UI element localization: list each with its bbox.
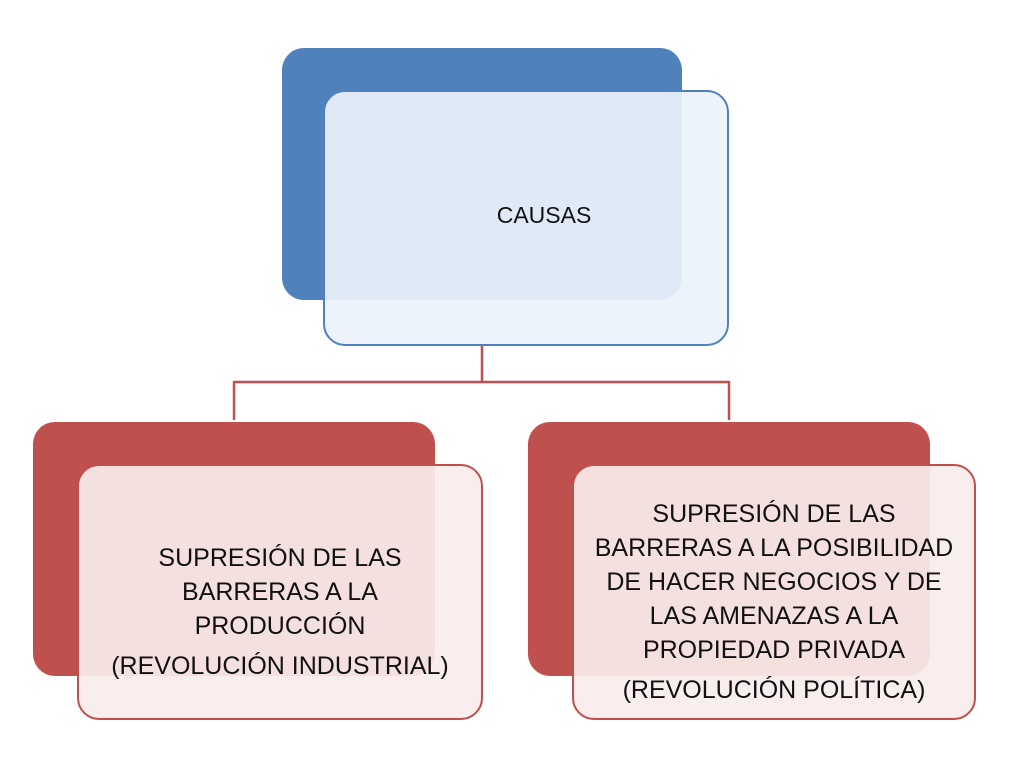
right-node: SUPRESIÓN DE LAS BARRERAS A LA POSIBILID…	[572, 464, 976, 720]
left-node-line: PRODUCCIÓN	[194, 612, 366, 640]
root-node: CAUSAS	[323, 90, 729, 346]
right-node-line: LAS AMENAZAS A LA	[649, 602, 899, 630]
left-node-line: BARRERAS A LA	[182, 578, 378, 606]
right-node-line: SUPRESIÓN DE LAS	[652, 500, 896, 528]
left-node-sublabel: (REVOLUCIÓN INDUSTRIAL)	[111, 652, 449, 680]
right-node-line: DE HACER NEGOCIOS Y DE	[606, 568, 942, 596]
right-node-label: SUPRESIÓN DE LAS BARRERAS A LA POSIBILID…	[595, 497, 953, 667]
root-node-label: CAUSAS	[496, 202, 592, 228]
right-node-line: BARRERAS A LA POSIBILIDAD	[594, 534, 954, 562]
right-node-sublabel: (REVOLUCIÓN POLÍTICA)	[622, 676, 926, 704]
left-node: SUPRESIÓN DE LAS BARRERAS A LA PRODUCCIÓ…	[77, 464, 483, 720]
left-node-line: SUPRESIÓN DE LAS	[158, 544, 402, 572]
right-node-line: PROPIEDAD PRIVADA	[642, 636, 906, 664]
left-node-label: SUPRESIÓN DE LAS BARRERAS A LA PRODUCCIÓ…	[158, 541, 401, 643]
